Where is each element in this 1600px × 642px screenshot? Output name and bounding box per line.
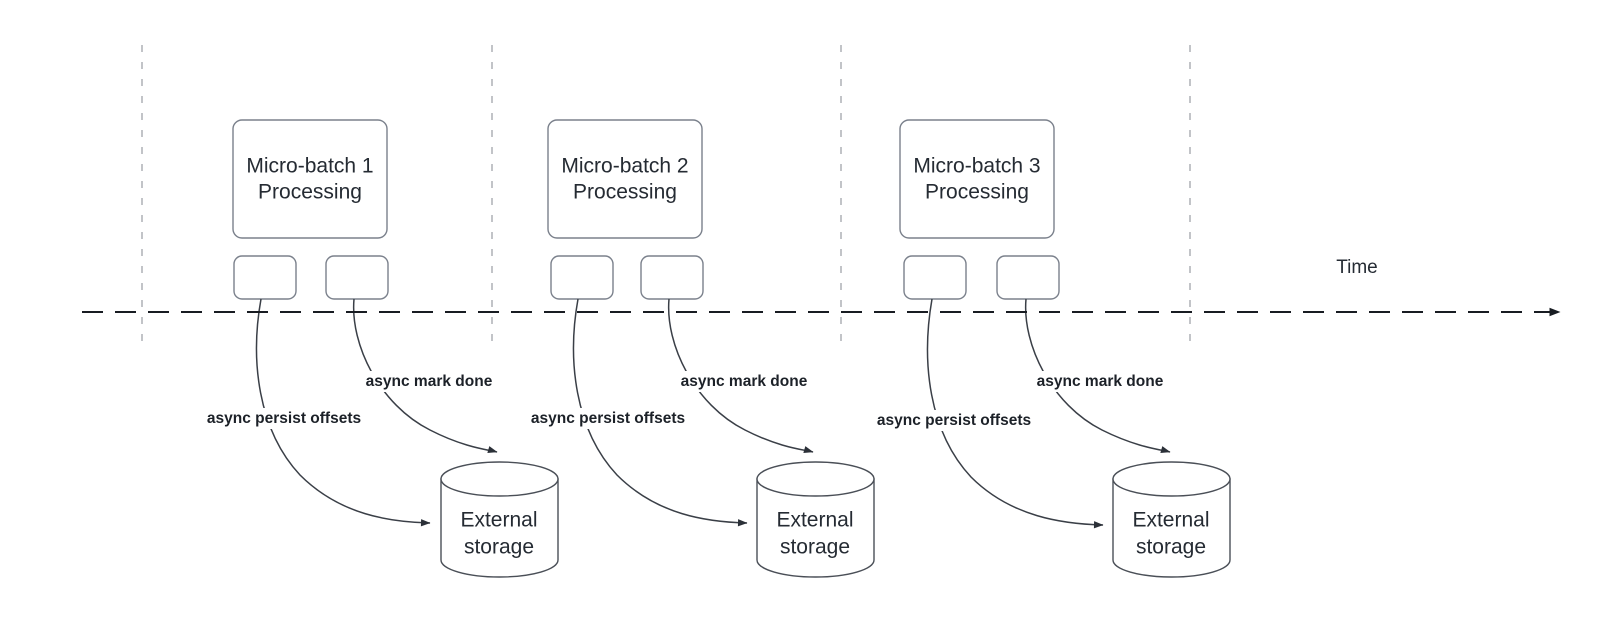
external-storage-label-3-line1: External: [1132, 509, 1209, 532]
async-persist-offsets-label-3: async persist offsets: [877, 412, 1031, 429]
async-mark-done-label-3: async mark done: [1037, 373, 1164, 390]
micro-batch-group-1: Micro-batch 1 Processing async persist o…: [192, 119, 559, 578]
async-persist-offsets-curve-1: [255, 298, 431, 527]
async-mark-done-label-halo-3: [1029, 371, 1171, 392]
async-persist-offsets-label-halo-2: [516, 408, 702, 429]
micro-batch-2-label-line1: Micro-batch 2: [561, 155, 688, 178]
external-storage-label-1-line2: storage: [464, 536, 534, 559]
persist-task-box-3[interactable]: [903, 255, 967, 300]
micro-batch-group-2: Micro-batch 2 Processing async persist o…: [516, 119, 875, 578]
async-mark-done-label-halo-2: [673, 371, 815, 392]
micro-batch-3-label-line2: Processing: [925, 181, 1029, 204]
micro-batch-3-box[interactable]: [899, 119, 1055, 239]
async-mark-done-curve-1: [352, 298, 498, 453]
micro-batch-1-box[interactable]: [232, 119, 388, 239]
external-storage-label-3-line2: storage: [1136, 536, 1206, 559]
external-storage-label-2-line1: External: [776, 509, 853, 532]
time-axis-label: Time: [1336, 257, 1378, 278]
async-mark-done-curve-3: [1024, 298, 1171, 453]
mark-done-task-box-1[interactable]: [325, 255, 389, 300]
async-persist-offsets-curve-3: [926, 298, 1104, 529]
persist-task-box-2[interactable]: [550, 255, 614, 300]
async-mark-done-label-2: async mark done: [681, 373, 808, 390]
micro-batch-1-label-line1: Micro-batch 1: [246, 155, 373, 178]
external-storage-cylinder-1[interactable]: [440, 461, 559, 578]
async-mark-done-label-1: async mark done: [366, 373, 493, 390]
micro-batch-3-label-line1: Micro-batch 3: [913, 155, 1040, 178]
async-persist-offsets-label-2: async persist offsets: [531, 410, 685, 427]
persist-task-box-1[interactable]: [233, 255, 297, 300]
external-storage-label-2-line2: storage: [780, 536, 850, 559]
async-mark-done-label-halo-1: [358, 371, 500, 392]
micro-batch-2-label-line2: Processing: [573, 181, 677, 204]
micro-batch-1-label-line2: Processing: [258, 181, 362, 204]
async-persist-offsets-label-halo-3: [862, 410, 1048, 431]
mark-done-task-box-2[interactable]: [640, 255, 704, 300]
mark-done-task-box-3[interactable]: [996, 255, 1060, 300]
micro-batch-2-box[interactable]: [547, 119, 703, 239]
async-persist-offsets-curve-2: [572, 298, 748, 527]
time-axis: Time: [82, 257, 1561, 317]
async-persist-offsets-label-1: async persist offsets: [207, 410, 361, 427]
external-storage-cylinder-3[interactable]: [1112, 461, 1231, 578]
async-mark-done-curve-2: [667, 298, 814, 453]
micro-batch-group-3: Micro-batch 3 Processing async persist o…: [862, 119, 1231, 578]
external-storage-cylinder-2[interactable]: [756, 461, 875, 578]
external-storage-label-1-line1: External: [460, 509, 537, 532]
async-persist-offsets-label-halo-1: [192, 408, 378, 429]
